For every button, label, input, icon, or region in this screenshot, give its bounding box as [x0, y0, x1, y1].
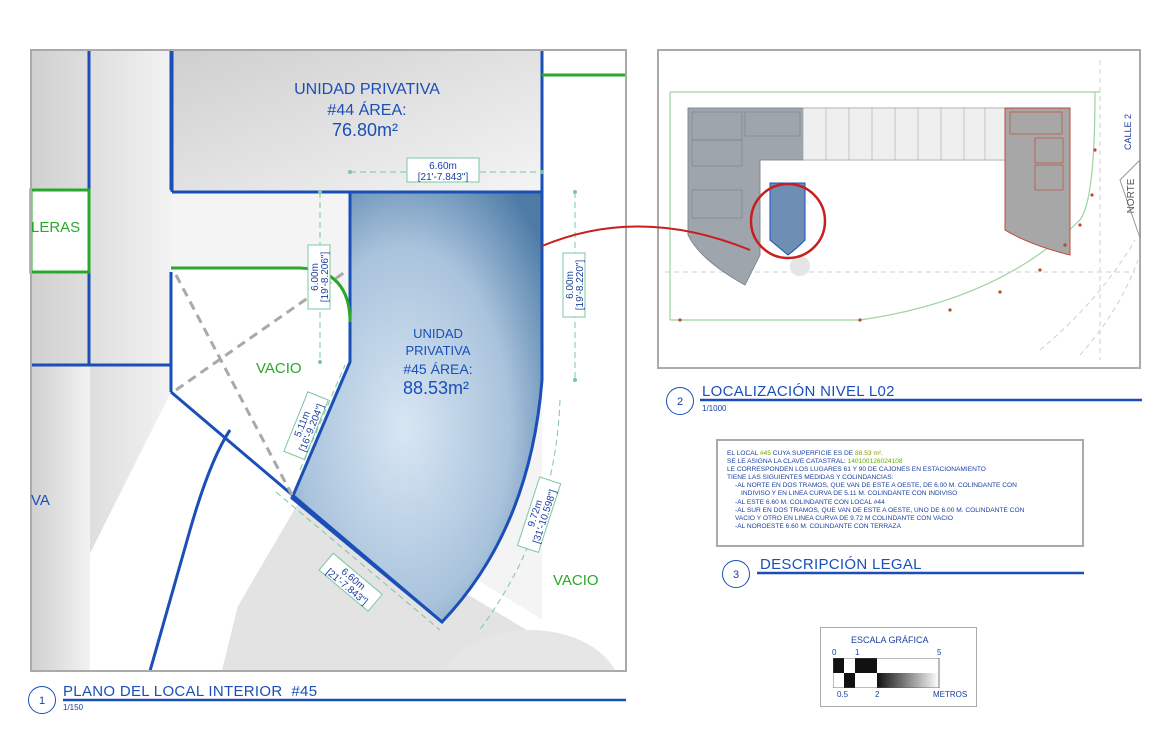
dim-right-ft: [19'-8.220"] [575, 260, 586, 311]
scale-title: ESCALA GRÁFICA [851, 635, 929, 645]
unit44-line1: UNIDAD PRIVATIVA [294, 81, 440, 98]
legal-local-number: #45 [759, 450, 771, 457]
escaleras-label: LERAS [31, 219, 80, 236]
legal-l2-pre: SE LE ASIGNA LA CLAVE CATASTRAL: [727, 458, 848, 466]
legal-clave: 140100126024108 [847, 458, 903, 466]
legal-l10: -AL NOROESTE 6.60 M. COLINDANTE CON TERR… [735, 522, 901, 530]
legal-l1-mid: CUYA SUPERFICIE ES DE [770, 450, 856, 457]
graphic-scale-box: ESCALA GRÁFICA 0 1 5 0.5 2 METROS [820, 627, 977, 707]
dim-top-m: 6.60m [429, 161, 457, 172]
vacio-right-label: VACIO [553, 572, 599, 589]
title-2-number: 2 [666, 387, 694, 415]
callout-connector [541, 225, 751, 251]
unit44-line2: #44 ÁREA: [327, 100, 406, 119]
title-3-number: 3 [722, 560, 750, 588]
title-3-text: DESCRIPCIÓN LEGAL [760, 556, 922, 573]
legal-l1-pre: EL LOCAL [727, 450, 760, 457]
scale-bar-graphic [833, 658, 940, 688]
legal-l7: -AL ESTE 6.60 M. COLINDANTE CON LOCAL #4… [735, 498, 885, 506]
scale-tick-2: 2 [875, 690, 880, 699]
dim-left-m: 6.00m [310, 263, 321, 291]
title-2-scale: 1/1000 [702, 404, 727, 413]
title-2-text: LOCALIZACIÓN NIVEL L02 [702, 383, 895, 400]
calle-label: CALLE 2 [1123, 114, 1133, 150]
legal-l4: TIENE LAS SIGUIENTES MEDIDAS Y COLINDANC… [727, 474, 894, 482]
scale-tick-05: 0.5 [837, 690, 849, 699]
legal-l8: -AL SUR EN DOS TRAMOS, QUE VAN DE ESTE A… [735, 506, 1025, 514]
dim-right-m: 6.00m [565, 271, 576, 299]
scale-tick-1: 1 [855, 648, 860, 657]
legal-l5: -AL NORTE EN DOS TRAMOS, QUE VAN DE ESTE… [735, 482, 1017, 490]
legal-l3: LE CORRESPONDEN LOS LUGARES 61 Y 90 DE C… [727, 466, 986, 474]
dim-left-ft: [19'-8.206"] [320, 252, 331, 303]
unit45-line3: #45 ÁREA: [403, 361, 472, 377]
legal-l9: VACIO Y OTRO EN LINEA CURVA DE 9.72 M CO… [735, 514, 954, 522]
legal-l6: INDIVISO Y EN LINEA CURVA DE 5.11 M. COL… [741, 490, 958, 498]
unit-44-block [172, 50, 542, 191]
scale-tick-5: 5 [937, 648, 942, 657]
legal-description-box: EL LOCAL #45 CUYA SUPERFICIE ES DE 88.53… [716, 439, 1084, 547]
title-1-text: PLANO DEL LOCAL INTERIOR #45 [63, 683, 318, 700]
unit45-area: 88.53m² [403, 378, 469, 398]
scale-unit: METROS [933, 690, 968, 699]
locator-highlight-circle [749, 182, 827, 260]
norte-label: NORTE [1126, 178, 1137, 213]
title-1-number: 1 [28, 686, 56, 714]
dim-top-ft: [21'-7.843"] [418, 172, 469, 183]
unit-45-shape [290, 190, 544, 625]
vacio-left-label: VACIO [256, 360, 302, 377]
unit45-line1: UNIDAD [413, 326, 463, 341]
title-1-scale: 1/150 [63, 703, 84, 712]
legal-area: 88.53 m². [855, 450, 883, 457]
left-area-label: VA [31, 492, 50, 509]
unit44-area: 76.80m² [332, 120, 398, 140]
scale-tick-0: 0 [832, 648, 837, 657]
unit45-line2: PRIVATIVA [405, 343, 470, 358]
